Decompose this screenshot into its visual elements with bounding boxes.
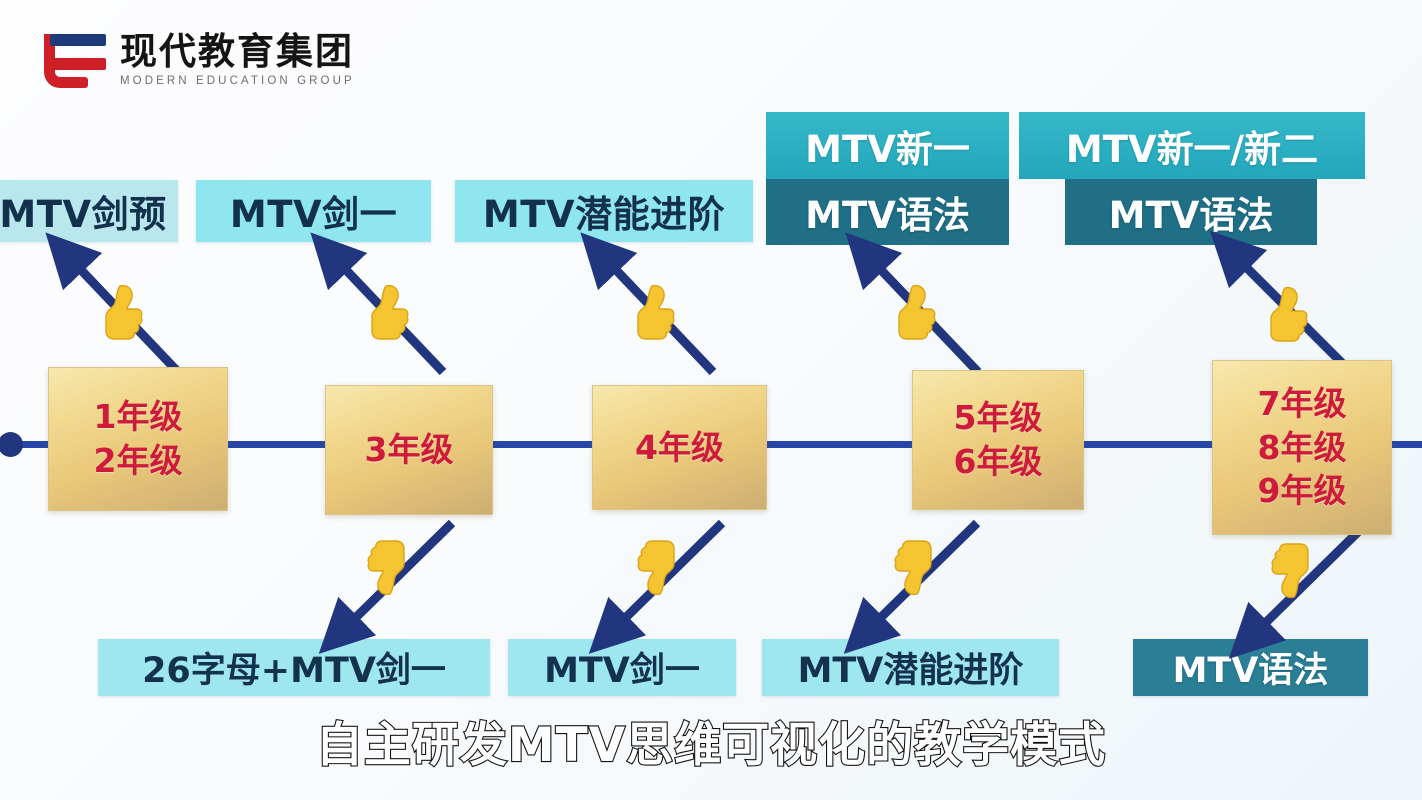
grade-box-5[interactable]: 7年级 8年级 9年级: [1212, 360, 1392, 535]
course-box-upper-2[interactable]: MTV剑一: [196, 180, 431, 242]
course-label: MTV新一/新二: [1065, 127, 1319, 171]
thumbs-up-icon: [371, 284, 409, 340]
grade-line: 9年级: [1257, 471, 1347, 511]
grade-line: 2年级: [93, 441, 183, 480]
course-label: MTV新一: [805, 127, 970, 171]
course-box-upper-5-bottom: MTV语法: [1065, 179, 1317, 245]
brand-name-en: MODERN EDUCATION GROUP: [120, 75, 355, 88]
thumbs-up-icon: [105, 284, 143, 340]
course-box-lower-3[interactable]: MTV潜能进阶: [762, 639, 1059, 696]
grade-line: 8年级: [1257, 427, 1347, 467]
course-box-upper-5-top: MTV新一/新二: [1019, 112, 1365, 179]
course-box-upper-4-top: MTV新一: [766, 112, 1009, 179]
grade-box-3[interactable]: 4年级: [592, 385, 767, 510]
grade-line: 5年级: [953, 398, 1043, 438]
course-label: MTV剑预: [0, 193, 167, 236]
thumbs-up-icon: [1270, 286, 1308, 342]
course-box-upper-4-bottom: MTV语法: [766, 179, 1009, 245]
course-label: MTV语法: [1108, 194, 1274, 237]
thumbs-down-icon: [367, 540, 405, 596]
course-box-upper-1[interactable]: MTV剑预: [0, 180, 178, 242]
course-label: MTV剑一: [229, 193, 398, 236]
logo-mark-icon: [44, 32, 106, 88]
grade-box-4[interactable]: 5年级 6年级: [912, 370, 1084, 510]
course-label: MTV剑一: [544, 651, 700, 691]
course-box-upper-5[interactable]: MTV新一/新二 MTV语法: [1019, 112, 1365, 245]
grade-line: 3年级: [364, 430, 454, 470]
thumbs-up-icon: [898, 284, 936, 340]
brand-text: 现代教育集团 MODERN EDUCATION GROUP: [120, 29, 355, 88]
grade-line: 6年级: [953, 442, 1043, 481]
course-label: MTV语法: [805, 194, 970, 237]
grade-line: 7年级: [1257, 384, 1347, 424]
grade-box-2[interactable]: 3年级: [325, 385, 493, 515]
timeline-start-dot-icon: [0, 432, 23, 457]
arrow-down-g5: [1228, 524, 1366, 659]
course-label: MTV潜能进阶: [797, 651, 1024, 691]
course-box-upper-3[interactable]: MTV潜能进阶: [455, 180, 753, 242]
course-label: 26字母+MTV剑一: [142, 651, 446, 691]
course-label: MTV潜能进阶: [482, 193, 726, 236]
course-box-lower-2[interactable]: MTV剑一: [508, 639, 736, 696]
grade-line: 1年级: [93, 397, 183, 437]
thumbs-up-icon: [637, 284, 675, 340]
brand-logo: 现代教育集团 MODERN EDUCATION GROUP: [44, 32, 355, 88]
grade-line: 4年级: [635, 427, 724, 467]
brand-name-cn: 现代教育集团: [120, 29, 354, 73]
grade-box-1[interactable]: 1年级 2年级: [48, 367, 228, 511]
thumbs-down-icon: [894, 540, 932, 596]
thumbs-down-icon: [637, 540, 675, 596]
subtitle-caption: 自主研发MTV思维可视化的教学模式: [315, 717, 1107, 774]
thumbs-down-icon: [1271, 543, 1309, 599]
course-box-upper-4[interactable]: MTV新一 MTV语法: [766, 112, 1009, 245]
course-box-lower-1[interactable]: 26字母+MTV剑一: [98, 639, 490, 696]
